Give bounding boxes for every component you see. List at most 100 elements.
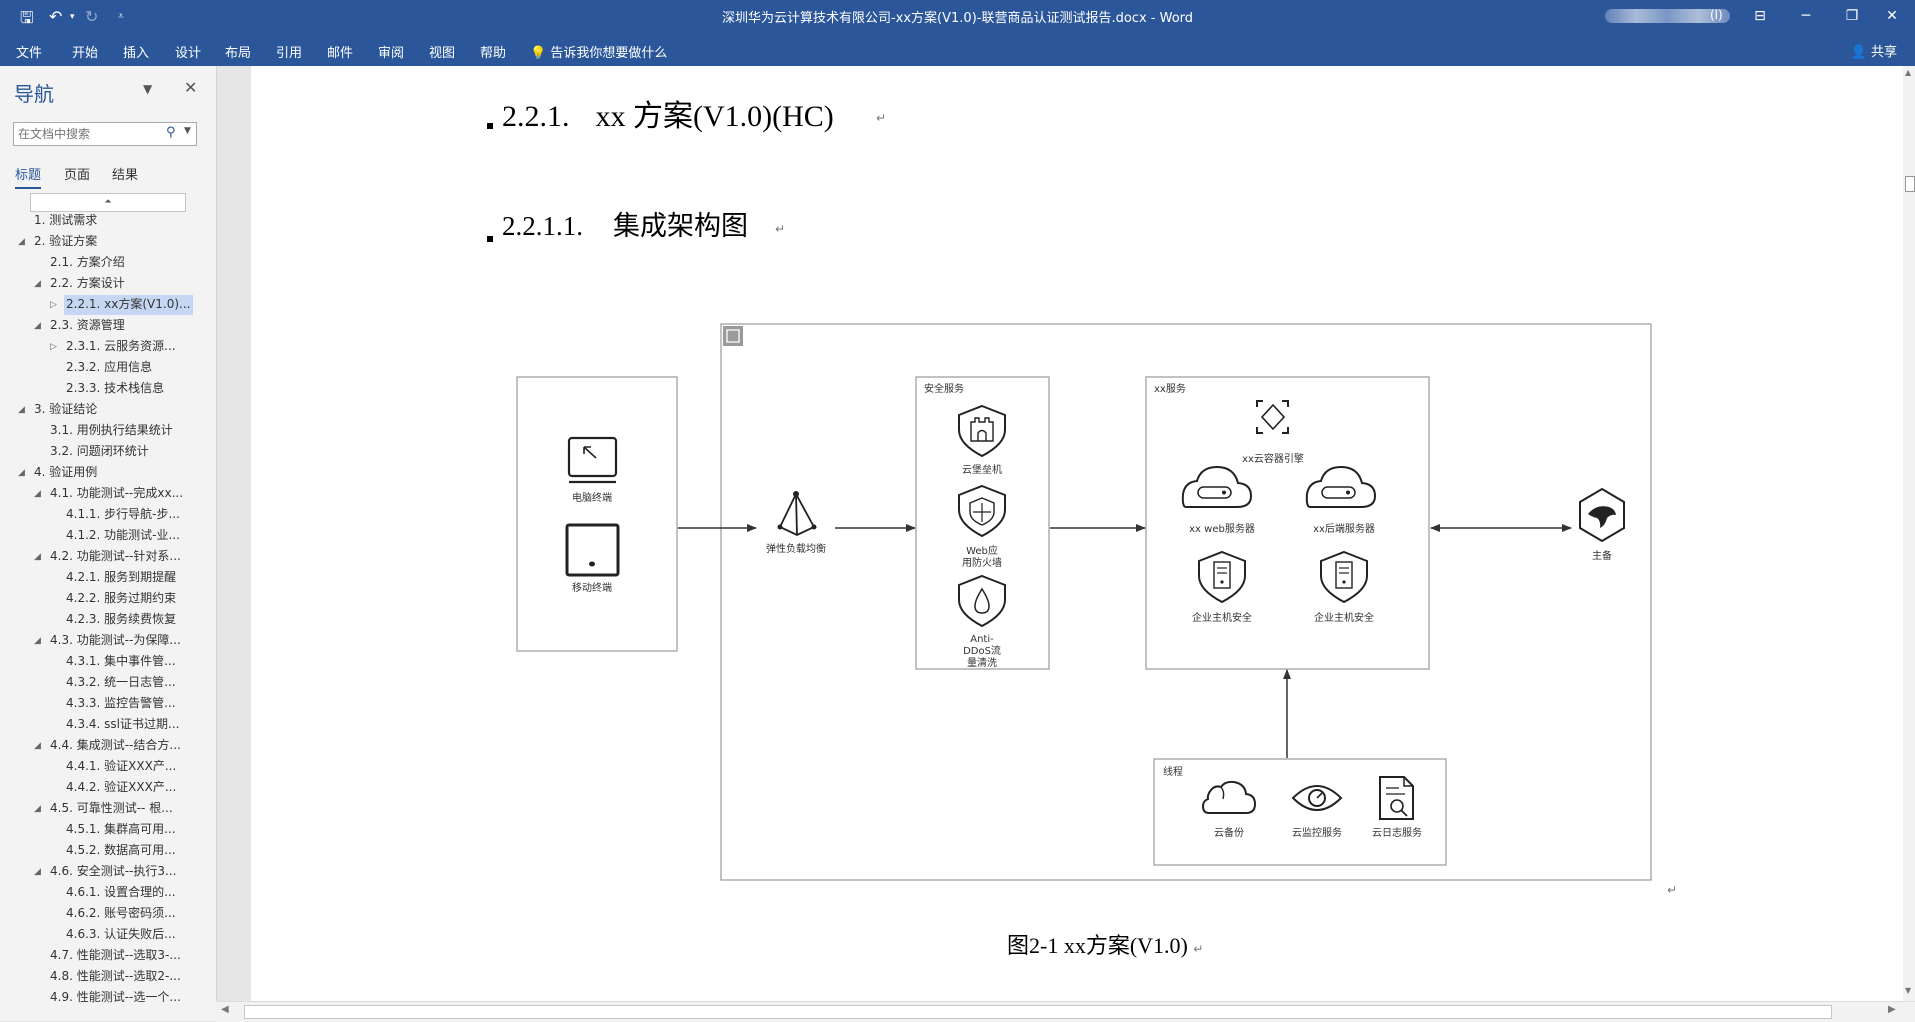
nav-heading-item[interactable]: 2.3.2. 应用信息	[66, 360, 153, 374]
nav-heading-item[interactable]: 4.1.1. 步行导航-步...	[66, 507, 180, 521]
restore-icon[interactable]: ❐	[1845, 8, 1859, 24]
nav-heading-item[interactable]: 4. 验证用例	[34, 465, 98, 479]
frame-corner-icon	[723, 326, 743, 346]
nav-heading-item[interactable]: 4.1. 功能测试--完成xx...	[50, 486, 184, 500]
tab-layout[interactable]: 布局	[225, 46, 252, 61]
collapse-icon[interactable]: ◢	[18, 405, 25, 415]
nav-heading-item[interactable]: 3.1. 用例执行结果统计	[50, 423, 173, 437]
collapse-icon[interactable]: ◢	[18, 237, 25, 247]
nav-heading-item[interactable]: 4.5. 可靠性测试-- 根...	[50, 801, 173, 815]
nav-heading-item[interactable]: 4.3. 功能测试--为保障...	[50, 633, 181, 647]
nav-heading-item[interactable]: 4.2.2. 服务过期约束	[66, 591, 177, 605]
nav-tab-results[interactable]: 结果	[112, 168, 139, 183]
nav-search-input[interactable]	[16, 124, 160, 144]
scroll-left-icon[interactable]: ◀	[221, 1004, 229, 1015]
nav-heading-item[interactable]: 4.6.3. 认证失败后...	[66, 927, 176, 941]
nav-heading-item[interactable]: 4.5.2. 数据高可用...	[66, 843, 176, 857]
undo-icon[interactable]: ↶	[49, 7, 63, 26]
vertical-scrollbar[interactable]: ▲ ▼	[1903, 66, 1915, 1001]
nav-heading-item[interactable]: 4.7. 性能测试--选取3-...	[50, 948, 181, 962]
scroll-up-icon[interactable]: ▲	[1905, 68, 1912, 77]
scroll-right-icon[interactable]: ▶	[1888, 1004, 1896, 1015]
search-icon[interactable]: ⚲	[166, 125, 176, 140]
heading-2-2-1-1[interactable]: 2.2.1.1.集成架构图	[502, 204, 748, 243]
nav-close-icon[interactable]: ✕	[184, 78, 198, 97]
tab-help[interactable]: 帮助	[480, 46, 507, 61]
nav-heading-item[interactable]: 4.4. 集成测试--结合方...	[50, 738, 181, 752]
nav-heading-item[interactable]: 3.2. 问题闭环统计	[50, 444, 149, 458]
nav-heading-item[interactable]: 4.1.2. 功能测试-业...	[66, 528, 180, 542]
collapse-icon[interactable]: ◢	[34, 489, 41, 499]
collapse-icon[interactable]: ◢	[34, 804, 41, 814]
tab-design[interactable]: 设计	[175, 46, 202, 61]
nav-heading-item[interactable]: 2.3.1. 云服务资源...	[66, 339, 176, 353]
close-window-icon[interactable]: ✕	[1886, 8, 1898, 24]
nav-tab-pages[interactable]: 页面	[64, 168, 91, 183]
nav-heading-item[interactable]: 4.4.1. 验证XXX产...	[66, 759, 177, 773]
tell-me-search[interactable]: 💡 告诉我你想要做什么	[530, 42, 667, 61]
horizontal-scrollbar[interactable]: ◀ ▶	[216, 1001, 1915, 1022]
mobile-icon	[565, 523, 620, 577]
nav-heading-item[interactable]: 2.1. 方案介绍	[50, 255, 125, 269]
tab-home[interactable]: 开始	[72, 46, 99, 61]
ribbon-display-options-icon[interactable]: ⊟	[1754, 8, 1766, 24]
document-page[interactable]: 2.2.1.xx 方案(V1.0)(HC) ↵ 2.2.1.1.集成架构图 ↵	[251, 66, 1903, 1001]
collapse-icon[interactable]: ◢	[34, 321, 41, 331]
collapse-icon[interactable]: ◢	[34, 636, 41, 646]
collapse-all-bar[interactable]: ⏶	[30, 193, 186, 212]
nav-heading-item[interactable]: 3. 验证结论	[34, 402, 98, 416]
customize-icon[interactable]: ⩡	[118, 11, 124, 22]
expand-icon[interactable]: ▷	[50, 300, 57, 310]
collapse-icon[interactable]: ◢	[34, 279, 41, 289]
nav-tab-headings[interactable]: 标题	[15, 164, 42, 189]
architecture-diagram[interactable]: 电脑终端 移动终端 弹性负载均衡 安全服务 云堡垒机	[251, 66, 1903, 1001]
redo-icon[interactable]: ↻	[85, 7, 99, 26]
nav-heading-item[interactable]: 4.2.1. 服务到期提醒	[66, 570, 177, 584]
heading-2-2-1[interactable]: 2.2.1.xx 方案(V1.0)(HC)	[502, 91, 834, 135]
tab-references[interactable]: 引用	[276, 46, 303, 61]
nav-heading-item[interactable]: 2.3. 资源管理	[50, 318, 125, 332]
tab-review[interactable]: 审阅	[378, 46, 405, 61]
nav-heading-item[interactable]: 4.5.1. 集群高可用...	[66, 822, 176, 836]
expand-icon[interactable]: ▷	[50, 342, 57, 352]
bastion-host-icon	[958, 404, 1006, 458]
scroll-down-icon[interactable]: ▼	[1905, 986, 1912, 995]
vertical-scroll-thumb[interactable]	[1905, 176, 1915, 192]
nav-options-icon[interactable]: ▼	[143, 82, 153, 96]
tab-file[interactable]: 文件	[16, 46, 43, 61]
collapse-icon[interactable]: ◢	[18, 468, 25, 478]
save-icon[interactable]: 🖫	[20, 8, 34, 27]
nav-heading-item[interactable]: 4.9. 性能测试--选一个...	[50, 990, 181, 1004]
nav-heading-item[interactable]: 2.2.1. xx方案(V1.0)...	[64, 295, 194, 315]
nav-search-box[interactable]: ⚲ ▼	[13, 122, 197, 146]
nav-heading-item[interactable]: 4.6.1. 设置合理的...	[66, 885, 176, 899]
tab-view[interactable]: 视图	[429, 46, 456, 61]
account-name[interactable]	[1605, 9, 1730, 23]
nav-heading-item[interactable]: 4.3.3. 监控告警管...	[66, 696, 176, 710]
collapse-icon[interactable]: ◢	[34, 741, 41, 751]
nav-heading-item[interactable]: 4.6. 安全测试--执行3...	[50, 864, 177, 878]
undo-dropdown-icon[interactable]: ▾	[70, 12, 75, 22]
nav-heading-item[interactable]: 2. 验证方案	[34, 234, 98, 248]
nav-heading-item[interactable]: 4.6.2. 账号密码须...	[66, 906, 176, 920]
horizontal-scroll-thumb[interactable]	[244, 1005, 1832, 1019]
nav-heading-item[interactable]: 4.3.2. 统一日志管...	[66, 675, 176, 689]
collapse-icon[interactable]: ◢	[34, 552, 41, 562]
nav-pane-splitter[interactable]	[216, 66, 251, 1021]
nav-heading-item[interactable]: 4.2.3. 服务续费恢复	[66, 612, 177, 626]
nav-heading-item[interactable]: 4.2. 功能测试--针对系...	[50, 549, 181, 563]
collapse-icon[interactable]: ◢	[34, 867, 41, 877]
nav-heading-item[interactable]: 4.4.2. 验证XXX产...	[66, 780, 177, 794]
minimize-icon[interactable]: ─	[1801, 8, 1811, 24]
tab-mailings[interactable]: 邮件	[327, 46, 354, 61]
nav-heading-item[interactable]: 2.2. 方案设计	[50, 276, 125, 290]
figure-caption[interactable]: 图2-1 xx方案(V1.0) ↵	[1007, 928, 1203, 960]
tab-insert[interactable]: 插入	[123, 46, 150, 61]
nav-heading-item[interactable]: 2.3.3. 技术栈信息	[66, 381, 165, 395]
search-dropdown-icon[interactable]: ▼	[184, 126, 191, 136]
nav-heading-item[interactable]: 4.3.4. ssl证书过期...	[66, 717, 180, 731]
nav-heading-item[interactable]: 4.8. 性能测试--选取2-...	[50, 969, 181, 983]
nav-heading-item[interactable]: 1. 测试需求	[34, 213, 98, 227]
nav-heading-item[interactable]: 4.3.1. 集中事件管...	[66, 654, 176, 668]
share-button[interactable]: 👤 共享	[1851, 41, 1897, 60]
